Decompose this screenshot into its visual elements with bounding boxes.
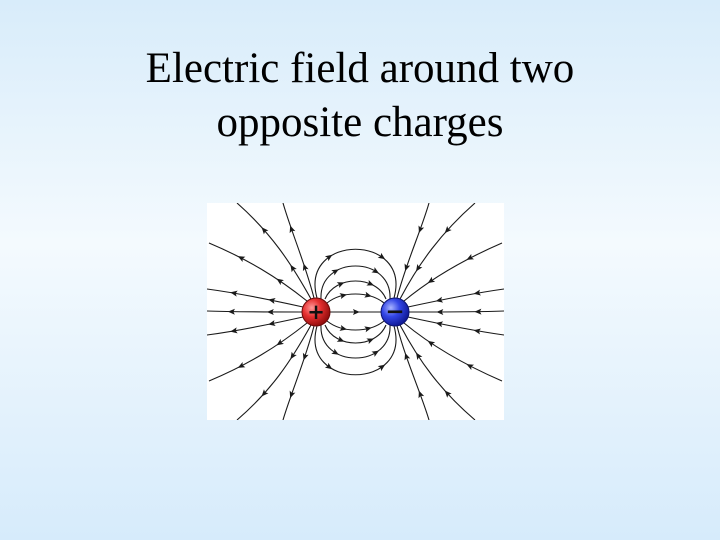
field-arrow	[404, 263, 411, 272]
field-line	[399, 324, 476, 420]
field-line	[396, 325, 430, 420]
field-line	[403, 242, 503, 302]
field-arrow	[473, 289, 481, 296]
field-lines-canvas: + −	[207, 203, 504, 420]
field-arrow	[427, 276, 436, 284]
field-arrow	[290, 264, 297, 273]
field-line	[396, 203, 430, 299]
field-arrow	[266, 309, 274, 316]
field-line	[282, 325, 315, 420]
field-line	[320, 324, 391, 359]
field-arrow	[352, 309, 360, 315]
negative-charge: −	[380, 297, 410, 327]
field-arrow	[371, 267, 380, 274]
field-arrow	[289, 225, 296, 234]
field-arrow	[331, 269, 339, 276]
field-arrow	[444, 390, 452, 398]
negative-charge-symbol: −	[385, 299, 404, 325]
field-arrow	[377, 364, 386, 372]
field-line	[326, 293, 385, 304]
field-arrow	[444, 225, 452, 234]
electric-field-diagram: + −	[207, 203, 504, 420]
field-arrow	[466, 364, 475, 371]
slide-title-line-2: opposite charges	[216, 99, 504, 146]
field-line	[399, 203, 476, 300]
field-arrow	[331, 348, 339, 355]
field-arrow	[366, 279, 374, 286]
positive-charge: +	[301, 297, 331, 327]
field-arrow	[427, 340, 436, 348]
slide-title-line-1: Electric field around two	[145, 45, 575, 92]
field-arrow	[290, 351, 297, 360]
positive-charge-symbol: +	[307, 300, 325, 324]
field-lines	[207, 203, 504, 420]
field-line	[320, 265, 391, 300]
field-arrow	[364, 291, 372, 298]
field-arrow	[289, 390, 296, 399]
field-line	[407, 288, 504, 308]
field-arrow	[230, 327, 238, 334]
field-arrow	[418, 225, 425, 234]
field-line	[208, 242, 308, 302]
field-arrow	[371, 350, 380, 357]
field-arrow	[302, 352, 309, 361]
field-arrow	[261, 389, 269, 397]
field-line	[324, 280, 387, 300]
field-arrow	[466, 253, 475, 260]
field-line	[208, 322, 308, 382]
field-line	[314, 325, 397, 376]
field-arrow	[404, 352, 411, 361]
field-arrow	[276, 278, 284, 286]
field-arrow	[268, 320, 276, 327]
field-arrow	[339, 293, 347, 300]
field-line	[324, 324, 387, 344]
field-arrow	[227, 308, 235, 315]
field-arrow	[268, 297, 276, 304]
field-arrow	[416, 352, 423, 361]
field-arrow	[364, 326, 372, 333]
field-line	[207, 288, 304, 308]
field-line	[236, 324, 312, 420]
field-arrow	[474, 308, 482, 315]
field-arrow	[366, 338, 374, 345]
field-arrow	[418, 390, 425, 399]
field-arrow	[237, 256, 246, 263]
field-arrow	[473, 328, 481, 335]
field-arrows	[227, 225, 482, 399]
field-line	[207, 316, 304, 336]
field-line	[282, 203, 315, 299]
field-line	[207, 310, 303, 313]
field-arrow	[276, 338, 284, 346]
field-arrow	[302, 263, 309, 272]
field-arrow	[435, 321, 444, 328]
field-arrow	[377, 252, 386, 260]
field-arrow	[324, 362, 333, 370]
field-line	[403, 322, 503, 382]
field-arrow	[416, 263, 423, 272]
field-arrow	[230, 290, 238, 297]
field-line	[326, 320, 385, 331]
field-arrow	[237, 361, 246, 368]
field-arrow	[261, 227, 269, 235]
field-line	[407, 316, 504, 336]
field-arrow	[436, 308, 444, 315]
field-arrow	[339, 324, 347, 331]
field-line	[408, 310, 504, 313]
field-arrow	[435, 296, 444, 303]
field-arrow	[324, 254, 333, 262]
field-arrow	[336, 282, 345, 288]
field-line	[314, 248, 397, 299]
slide-title: Electric field around two opposite charg…	[0, 42, 720, 150]
field-arrow	[336, 336, 345, 342]
field-line	[236, 203, 312, 300]
